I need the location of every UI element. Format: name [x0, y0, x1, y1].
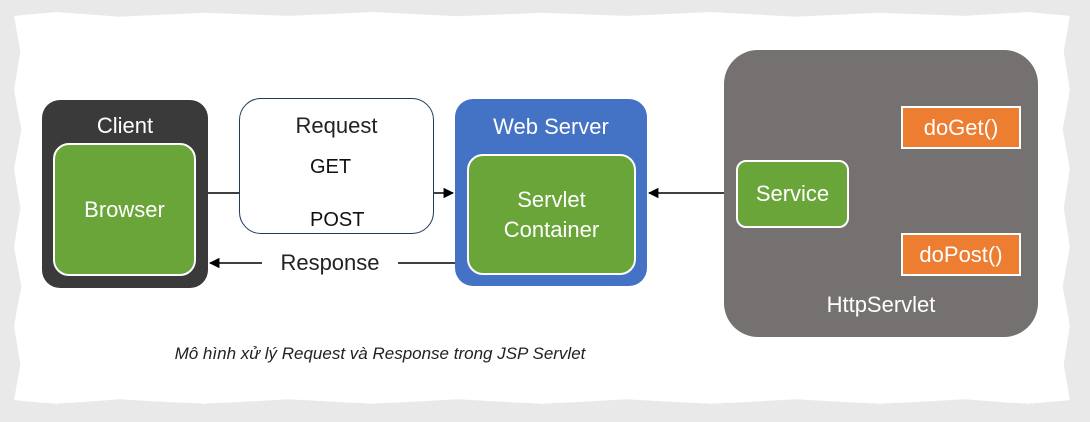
http-servlet-title: HttpServlet	[826, 292, 936, 317]
web-server-title: Web Server	[493, 114, 609, 139]
dopost-box: doPost()	[901, 233, 1021, 276]
get-label: GET	[310, 156, 352, 178]
service-box: Service	[736, 160, 849, 228]
request-title: Request	[295, 113, 378, 138]
doget-box: doGet()	[901, 106, 1021, 149]
servlet-container-line1: Servlet	[517, 186, 586, 212]
servlet-container-line2: Container	[503, 216, 600, 242]
response-label: Response	[280, 250, 380, 275]
browser-box: Browser	[53, 143, 196, 276]
servlet-container-box: Servlet Container	[467, 154, 636, 275]
request-box	[239, 98, 434, 234]
post-label: POST	[310, 209, 365, 231]
client-title: Client	[96, 113, 154, 138]
diagram-caption: Mô hình xử lý Request và Response trong …	[174, 344, 586, 363]
